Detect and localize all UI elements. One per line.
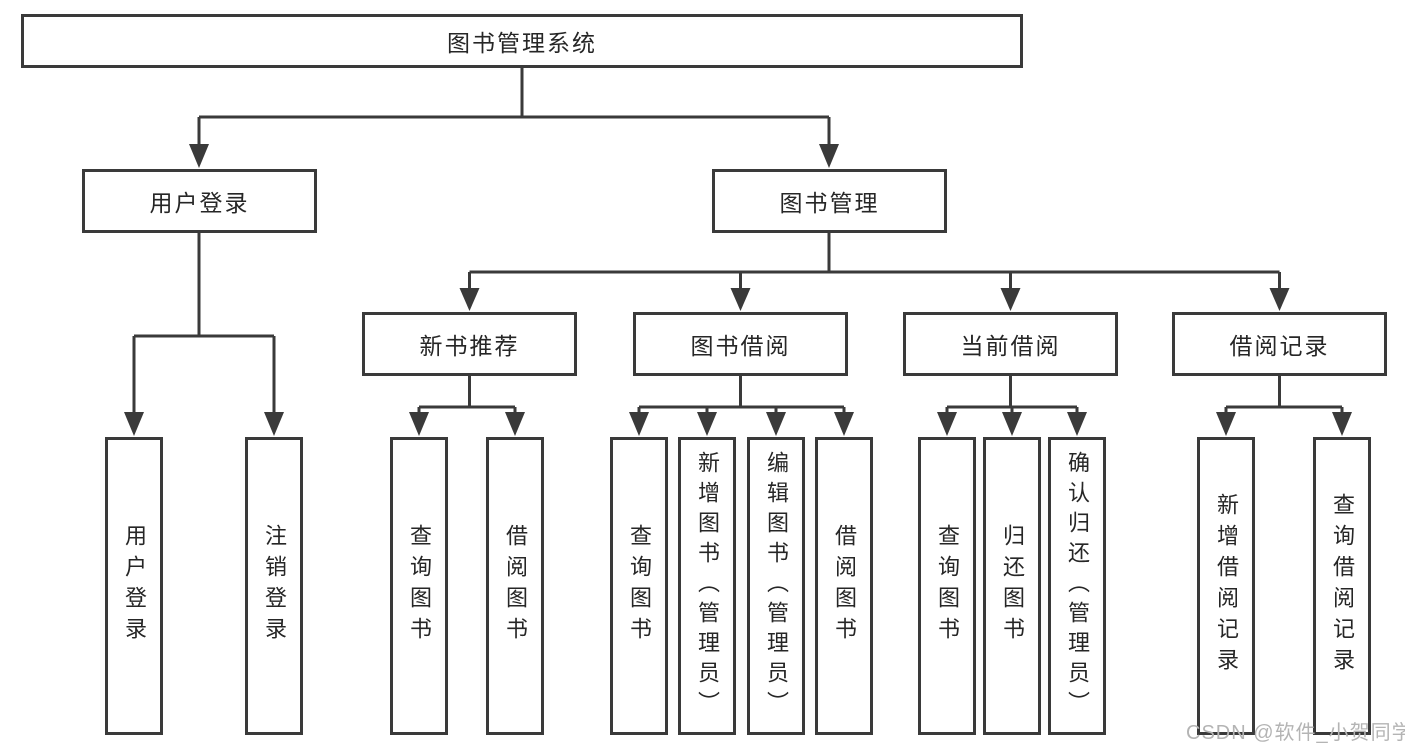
leaf-query-books-current: 查询图书 bbox=[918, 437, 976, 735]
arrow-down-icon bbox=[730, 288, 751, 311]
arrow-down-icon bbox=[819, 144, 839, 168]
leaf-label: 归还图书 bbox=[1000, 524, 1025, 648]
leaf-label: 确认归还（管理员） bbox=[1065, 451, 1090, 721]
leaf-label: 新增图书（管理员） bbox=[695, 451, 720, 721]
arrow-down-icon bbox=[124, 412, 144, 436]
node-label: 新书推荐 bbox=[419, 333, 520, 359]
node-book-management: 图书管理 bbox=[712, 169, 947, 233]
leaf-label: 查询借阅记录 bbox=[1330, 493, 1355, 679]
node-book-borrowing: 图书借阅 bbox=[633, 312, 848, 376]
arrow-down-icon bbox=[505, 412, 525, 436]
arrow-down-icon bbox=[1216, 412, 1236, 436]
node-current-borrowing: 当前借阅 bbox=[903, 312, 1118, 376]
arrow-down-icon bbox=[459, 288, 480, 311]
arrow-down-icon bbox=[1000, 288, 1021, 311]
arrow-down-icon bbox=[937, 412, 957, 436]
leaf-label: 注销登录 bbox=[262, 524, 287, 648]
arrow-down-icon bbox=[834, 412, 854, 436]
leaf-user-login: 用户登录 bbox=[105, 437, 163, 735]
arrow-down-icon bbox=[264, 412, 284, 436]
node-new-book-recommendation: 新书推荐 bbox=[362, 312, 577, 376]
node-label: 当前借阅 bbox=[960, 333, 1061, 359]
leaf-confirm-return-admin: 确认归还（管理员） bbox=[1048, 437, 1106, 735]
leaf-edit-book-admin: 编辑图书（管理员） bbox=[747, 437, 805, 735]
node-borrowing-records: 借阅记录 bbox=[1172, 312, 1387, 376]
leaf-return-books: 归还图书 bbox=[983, 437, 1041, 735]
leaf-query-books-recommend: 查询图书 bbox=[390, 437, 448, 735]
node-label: 图书管理 bbox=[779, 190, 880, 216]
arrow-down-icon bbox=[189, 144, 209, 168]
node-user-login: 用户登录 bbox=[82, 169, 317, 233]
node-library-system: 图书管理系统 bbox=[21, 14, 1023, 68]
leaf-label: 编辑图书（管理员） bbox=[764, 451, 789, 721]
leaf-borrow-books: 借阅图书 bbox=[815, 437, 873, 735]
node-label: 图书管理系统 bbox=[447, 30, 597, 56]
leaf-add-book-admin: 新增图书（管理员） bbox=[678, 437, 736, 735]
arrow-down-icon bbox=[697, 412, 717, 436]
arrow-down-icon bbox=[766, 412, 786, 436]
leaf-label: 用户登录 bbox=[122, 524, 147, 648]
watermark: CSDN @软件_小贺同学 bbox=[1186, 722, 1405, 744]
leaf-label: 新增借阅记录 bbox=[1214, 493, 1239, 679]
node-label: 用户登录 bbox=[149, 190, 250, 216]
arrow-down-icon bbox=[1067, 412, 1087, 436]
leaf-add-borrow-record: 新增借阅记录 bbox=[1197, 437, 1255, 735]
arrow-down-icon bbox=[1269, 288, 1290, 311]
leaf-query-books-borrow: 查询图书 bbox=[610, 437, 668, 735]
leaf-label: 查询图书 bbox=[407, 524, 432, 648]
leaf-label: 查询图书 bbox=[935, 524, 960, 648]
leaf-label: 借阅图书 bbox=[832, 524, 857, 648]
arrow-down-icon bbox=[409, 412, 429, 436]
leaf-logout: 注销登录 bbox=[245, 437, 303, 735]
leaf-label: 查询图书 bbox=[627, 524, 652, 648]
leaf-label: 借阅图书 bbox=[503, 524, 528, 648]
arrow-down-icon bbox=[1002, 412, 1022, 436]
node-label: 图书借阅 bbox=[690, 333, 791, 359]
leaf-query-borrow-record: 查询借阅记录 bbox=[1313, 437, 1371, 735]
node-label: 借阅记录 bbox=[1229, 333, 1330, 359]
arrow-down-icon bbox=[1332, 412, 1352, 436]
arrow-down-icon bbox=[629, 412, 649, 436]
leaf-borrow-books-recommend: 借阅图书 bbox=[486, 437, 544, 735]
